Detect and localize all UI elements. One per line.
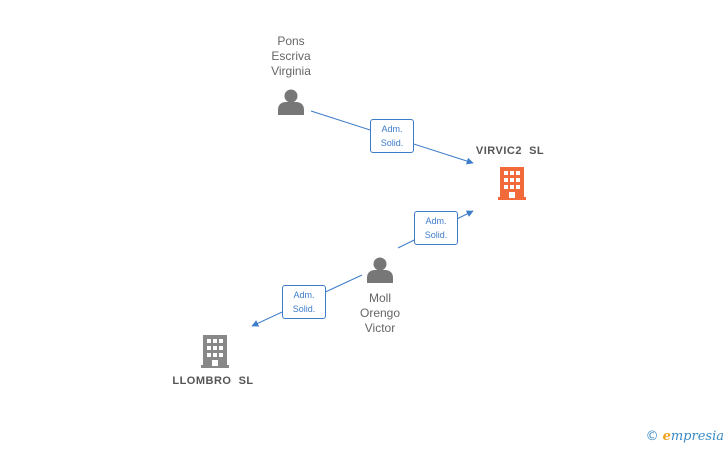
person-name-pons[interactable]: Pons Escriva Virginia	[251, 34, 331, 79]
person-icon[interactable]	[367, 257, 393, 284]
edge-role-label: Adm. Solid.	[282, 285, 326, 319]
name-line: Moll	[368, 291, 391, 305]
building-icon[interactable]	[498, 167, 526, 200]
company-name-llombro[interactable]: LLOMBRO SL	[172, 375, 254, 387]
copyright-icon: ©	[645, 429, 659, 444]
name-line: Virginia	[271, 64, 311, 78]
edge-role-label: Adm. Solid.	[370, 119, 414, 153]
name-line: Orengo	[359, 306, 401, 320]
edge-role-label: Adm. Solid.	[414, 211, 458, 245]
name-line: Escriva	[271, 49, 311, 63]
name-line: Pons	[277, 34, 305, 48]
person-icon[interactable]	[278, 89, 304, 116]
company-name-virvic[interactable]: VIRVIC2 SL	[475, 145, 545, 157]
name-line: Victor	[364, 321, 396, 335]
person-name-moll[interactable]: Moll Orengo Victor	[340, 291, 420, 336]
brand-logo: ©empresia	[645, 429, 724, 444]
building-icon[interactable]	[201, 335, 229, 368]
